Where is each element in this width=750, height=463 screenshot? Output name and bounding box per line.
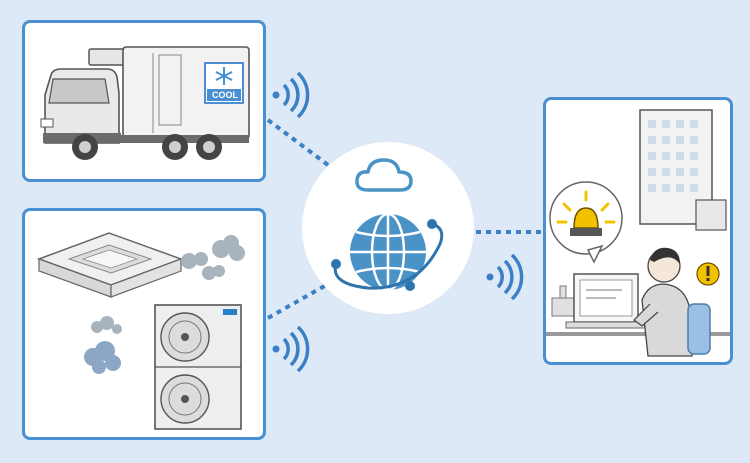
globe-icon bbox=[331, 212, 444, 292]
wifi-signal-icon bbox=[272, 326, 310, 372]
air-conditioner-panel bbox=[22, 208, 266, 440]
wifi-signal-icon bbox=[272, 72, 310, 118]
hvac-to-hub-line bbox=[267, 282, 329, 320]
air-conditioner-illustration bbox=[36, 232, 245, 430]
snowflake-icon bbox=[215, 67, 233, 85]
wifi-signal-icon bbox=[486, 254, 524, 300]
monitoring-office-panel bbox=[543, 97, 733, 365]
cool-label: COOL bbox=[212, 90, 238, 100]
refrigerated-truck-illustration bbox=[40, 46, 250, 160]
smoke-cloud-icon bbox=[181, 235, 245, 280]
refrigerated-truck-panel: COOL bbox=[22, 20, 266, 182]
truck-to-hub-line bbox=[266, 118, 334, 170]
warning-light-icon bbox=[556, 190, 616, 236]
cloud-icon bbox=[355, 158, 413, 192]
exclamation-icon bbox=[696, 262, 720, 286]
smoke-cloud-icon bbox=[91, 316, 122, 334]
network-hub bbox=[302, 142, 474, 314]
office-monitoring-illustration bbox=[546, 109, 730, 357]
smoke-cloud-icon bbox=[84, 341, 121, 374]
